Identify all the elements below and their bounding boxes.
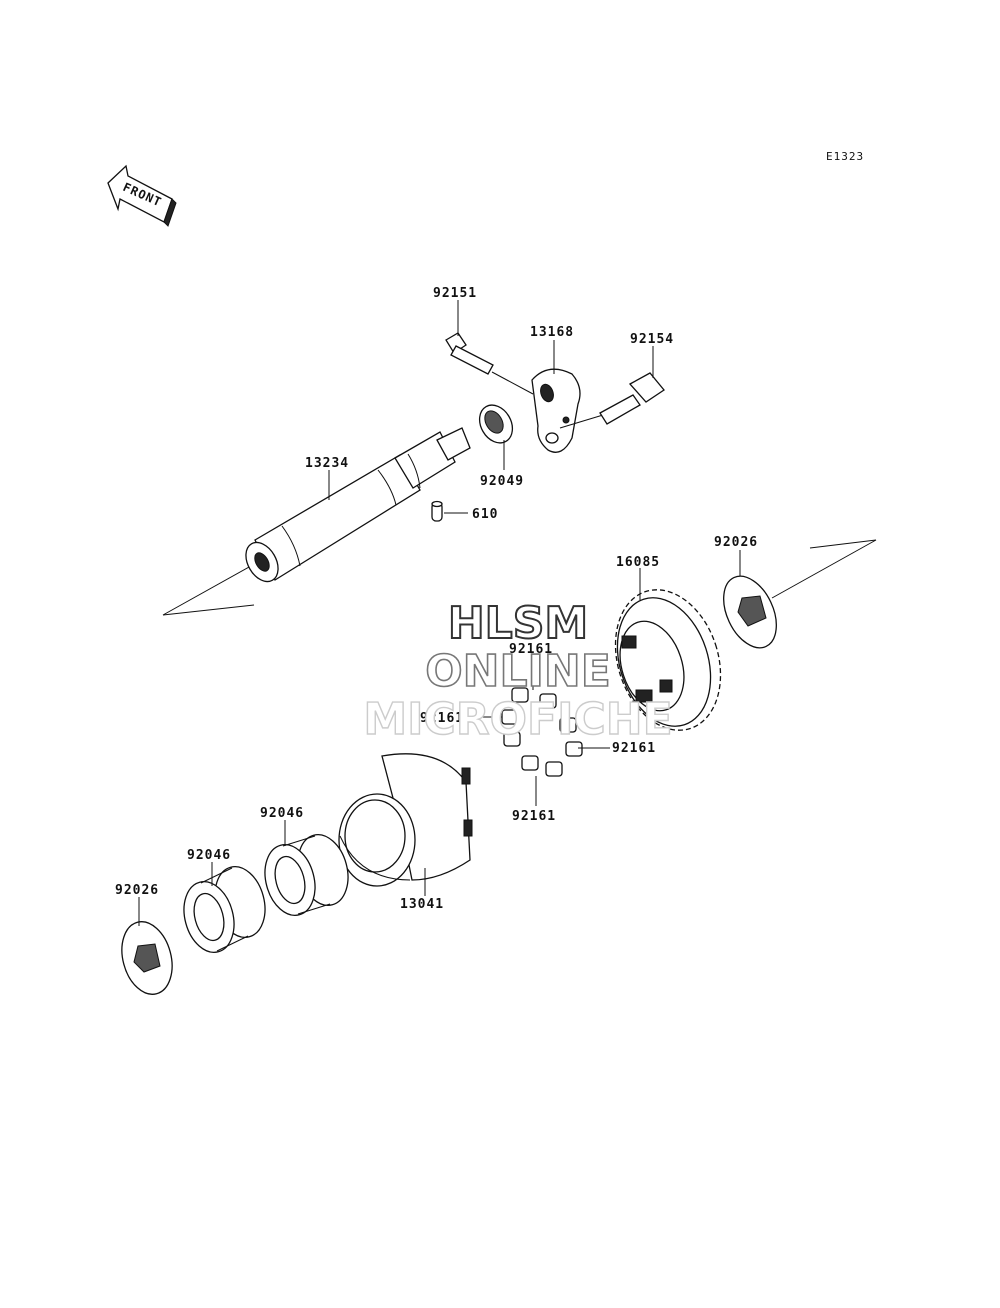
watermark-line1: HLSM [448, 598, 588, 649]
callout-92161-bottom: 92161 [512, 809, 556, 824]
callout-92161-left: 92161 [420, 711, 464, 726]
needle-bearing-upper [264, 834, 349, 916]
callout-92151: 92151 [433, 286, 477, 301]
callout-610: 610 [472, 507, 498, 522]
callout-92161-right: 92161 [612, 741, 656, 756]
callout-92046-upper: 92046 [260, 806, 304, 821]
callout-16085: 16085 [616, 555, 660, 570]
callout-92049: 92049 [480, 474, 524, 489]
diagram-code: E1323 [826, 150, 864, 163]
callout-92046-lower: 92046 [187, 848, 231, 863]
callout-92026-right: 92026 [714, 535, 758, 550]
callout-92161-top: 92161 [509, 642, 553, 657]
balancer-gear [614, 589, 722, 731]
balancer-weight [338, 753, 473, 887]
washer-right [723, 575, 777, 649]
callout-13041: 13041 [400, 897, 444, 912]
balancer-shaft [245, 427, 471, 583]
front-arrow-icon: FRONT [107, 164, 177, 227]
watermark-line2: ONLINE [425, 646, 611, 697]
callout-13168: 13168 [530, 325, 574, 340]
callout-92026-left: 92026 [115, 883, 159, 898]
oil-seal [478, 404, 514, 444]
watermark: HLSM ONLINE MICROFICHE [363, 597, 674, 746]
needle-bearing-lower [183, 866, 266, 953]
bolt-92154 [599, 372, 665, 425]
watermark-line3: MICROFICHE [363, 694, 672, 745]
damper-rubbers [501, 687, 583, 777]
washer-left [121, 921, 173, 995]
dowel-pin [431, 500, 443, 522]
callout-92154: 92154 [630, 332, 674, 347]
callout-13234: 13234 [305, 456, 349, 471]
balancer-lever [531, 368, 604, 453]
bolt-92151 [445, 332, 534, 395]
